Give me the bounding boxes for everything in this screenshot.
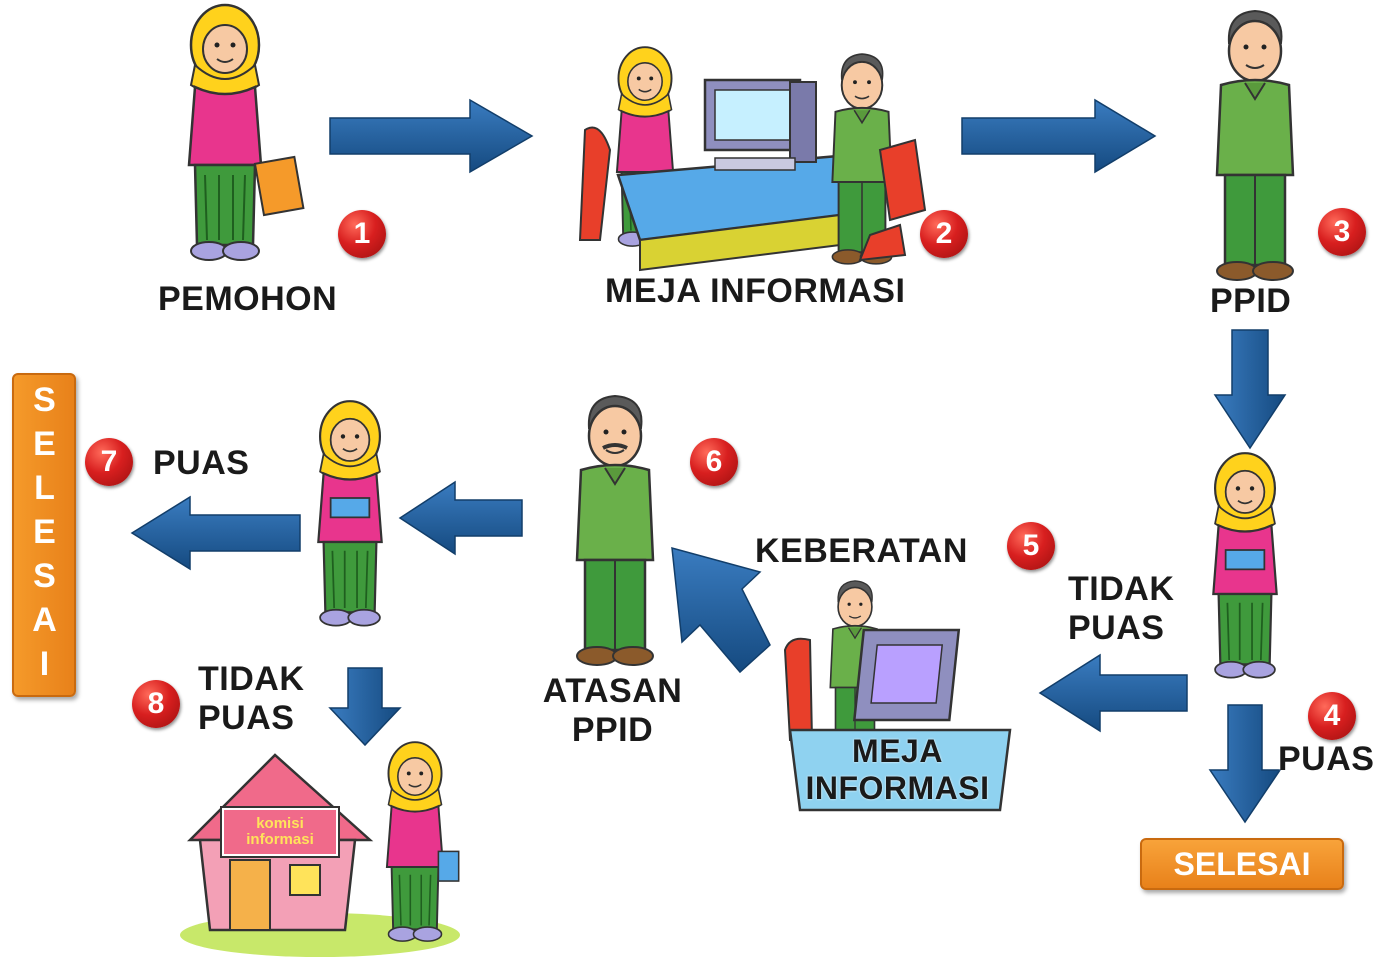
step-badge-3: 3 bbox=[1318, 208, 1366, 256]
step-badge-6: 6 bbox=[690, 438, 738, 486]
label-puas-left: PUAS bbox=[153, 444, 250, 482]
komisi-informasi-sign: komisi informasi bbox=[220, 806, 340, 858]
pemohon-figure bbox=[187, 3, 305, 262]
arrow-puas-left bbox=[130, 495, 301, 571]
label-meja-informasi: MEJA INFORMASI bbox=[605, 272, 906, 310]
pemohon-receiving-figure bbox=[1212, 452, 1278, 679]
label-pemohon: PEMOHON bbox=[158, 280, 338, 318]
meja-informasi-scene bbox=[578, 46, 927, 272]
house-sign-text: komisi informasi bbox=[246, 815, 314, 848]
arrow-pemohon-to-meja bbox=[329, 98, 534, 174]
selesai-vertical-box: SELESAI bbox=[12, 373, 76, 697]
step-badge-5: 5 bbox=[1007, 522, 1055, 570]
label-keberatan: KEBERATAN bbox=[755, 532, 968, 570]
arrow-atasan-to-pemohon bbox=[398, 480, 523, 556]
label-atasan-ppid: ATASAN PPID bbox=[542, 672, 683, 750]
ppid-figure bbox=[1215, 9, 1295, 282]
label-ppid: PPID bbox=[1210, 282, 1292, 320]
label-tidak-puas-left: TIDAK PUAS bbox=[198, 660, 305, 738]
arrow-tidak-puas-left bbox=[1038, 653, 1188, 733]
step-badge-4: 4 bbox=[1308, 692, 1356, 740]
selesai-bottom-box: SELESAI bbox=[1140, 838, 1344, 890]
step-badge-2: 2 bbox=[920, 210, 968, 258]
arrow-tidak-puas-down bbox=[328, 667, 402, 747]
atasan-ppid-figure bbox=[575, 394, 655, 667]
label-puas-right: PUAS bbox=[1278, 740, 1375, 778]
step-badge-8: 8 bbox=[132, 680, 180, 728]
step-badge-1: 1 bbox=[338, 210, 386, 258]
label-meja-informasi-2: MEJA INFORMASI bbox=[805, 733, 990, 806]
pemohon-house-figure bbox=[385, 741, 460, 943]
step-badge-7: 7 bbox=[85, 438, 133, 486]
meja-informasi-2-scene bbox=[783, 580, 1012, 812]
arrow-meja-to-ppid bbox=[961, 98, 1157, 174]
label-tidak-puas-right: TIDAK PUAS bbox=[1068, 570, 1175, 648]
pemohon-left-figure bbox=[317, 400, 383, 627]
arrow-puas-down bbox=[1208, 704, 1282, 824]
arrow-ppid-down bbox=[1213, 329, 1287, 450]
selesai-vertical-text: SELESAI bbox=[25, 381, 64, 689]
arrow-keberatan-diagonal bbox=[671, 546, 771, 674]
